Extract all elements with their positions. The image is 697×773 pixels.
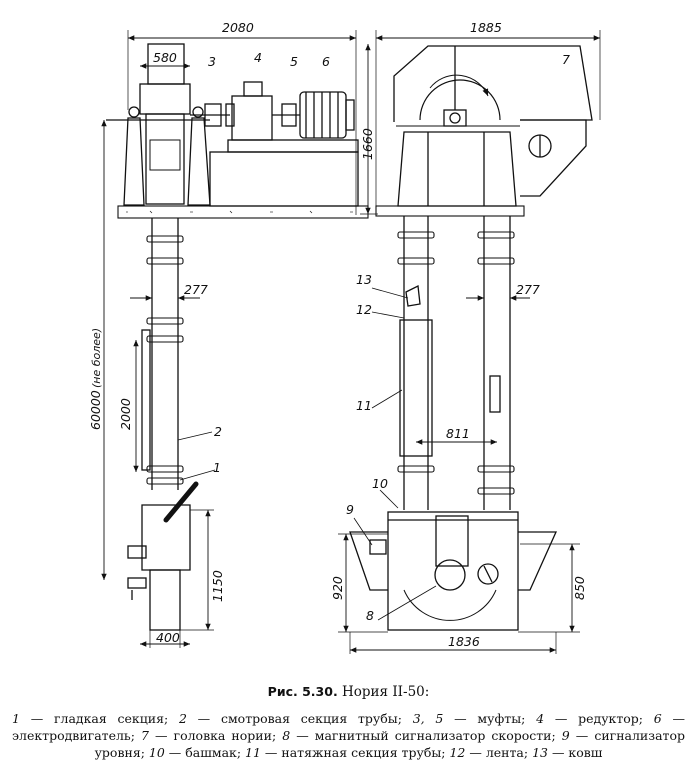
- legend-number: 7: [140, 728, 149, 743]
- callout-11: 11: [356, 398, 372, 413]
- legend-number: 9: [561, 728, 570, 743]
- dim-277-right: 277: [516, 282, 540, 297]
- dim-920: 920: [330, 576, 345, 600]
- left-view: [101, 30, 369, 648]
- figure-label: Рис. 5.30.: [267, 684, 338, 699]
- legend-number: 3, 5: [412, 711, 444, 726]
- legend-text: — ковш: [547, 745, 603, 760]
- callout-6: 6: [322, 54, 330, 69]
- dim-580: 580: [153, 50, 177, 65]
- figure-caption: Рис. 5.30. Нория II-50: 1 — гладкая секц…: [0, 680, 697, 761]
- legend-number: 11: [245, 745, 261, 760]
- callout-3: 3: [208, 54, 216, 69]
- legend-text: — редуктор;: [544, 711, 654, 726]
- dim-1885: 1885: [470, 20, 502, 35]
- callout-1: 1: [213, 460, 221, 475]
- dim-60000-note: (не более): [90, 328, 103, 388]
- dim-850: 850: [572, 576, 587, 600]
- legend-text: — гладкая секция;: [19, 711, 179, 726]
- legend-text: — смотровая секция трубы;: [186, 711, 413, 726]
- figure-title: Рис. 5.30. Нория II-50:: [0, 684, 697, 700]
- callout-12: 12: [356, 302, 372, 317]
- callout-2: 2: [214, 424, 222, 439]
- legend-text: — лента;: [465, 745, 533, 760]
- callout-4: 4: [254, 50, 262, 65]
- legend-text: — натяжная секция трубы;: [260, 745, 450, 760]
- legend-text: — муфты;: [443, 711, 537, 726]
- elevator-drawing: 2080 580 3 4 5 6 277 2000 60000 (не боле…: [88, 20, 601, 654]
- dim-60000: 60000: [88, 390, 103, 430]
- dim-2000: 2000: [118, 398, 133, 430]
- dim-811: 811: [446, 426, 470, 441]
- legend-number: 6: [653, 711, 662, 726]
- legend-number: 4: [536, 711, 545, 726]
- legend-number: 1: [12, 711, 20, 726]
- dim-277-left: 277: [184, 282, 208, 297]
- callout-10: 10: [372, 476, 388, 491]
- dim-2080: 2080: [222, 20, 254, 35]
- legend-number: 10: [148, 745, 165, 760]
- legend-number: 13: [532, 745, 548, 760]
- legend-text: — сигнализатор уровня;: [94, 728, 685, 760]
- callout-5: 5: [290, 54, 298, 69]
- dim-1660: 1660: [360, 128, 375, 160]
- legend-text: — электродвигатель;: [12, 711, 685, 743]
- figure-legend: 1 — гладкая секция; 2 — смотровая секция…: [0, 710, 697, 761]
- dim-1150: 1150: [210, 570, 225, 602]
- callout-13: 13: [356, 272, 372, 287]
- legend-text: — магнитный сигнализатор скорости;: [290, 728, 562, 743]
- callout-9: 9: [346, 502, 354, 517]
- callout-8: 8: [366, 608, 374, 623]
- legend-text: — башмак;: [164, 745, 246, 760]
- legend-number: 12: [449, 745, 466, 760]
- legend-number: 8: [282, 728, 291, 743]
- dim-400: 400: [156, 630, 180, 645]
- figure-name: Нория II-50:: [342, 684, 430, 700]
- legend-text: — головка нории;: [148, 728, 283, 743]
- right-view: [338, 30, 601, 654]
- legend-number: 2: [178, 711, 187, 726]
- dim-1836: 1836: [448, 634, 480, 649]
- callout-7: 7: [562, 52, 570, 67]
